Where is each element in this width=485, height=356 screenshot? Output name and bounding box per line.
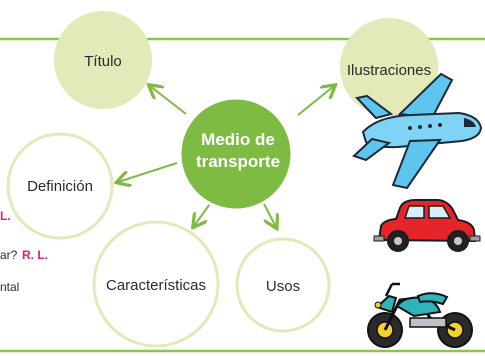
node-ilustraciones-label: Ilustraciones — [347, 62, 431, 79]
arrow-to-titulo — [150, 86, 187, 115]
car-icon — [373, 199, 481, 252]
node-caracteristicas — [92, 220, 220, 348]
node-usos — [235, 237, 331, 333]
side-text-c: ntal — [0, 280, 19, 294]
side-text-b-prefix: ar? — [0, 248, 18, 262]
center-label-line1: Medio de — [201, 130, 275, 149]
node-caracteristicas-label: Características — [106, 277, 206, 294]
node-titulo — [54, 11, 152, 109]
node-ilustraciones — [340, 18, 438, 116]
side-text-a: L. — [0, 209, 11, 223]
node-definicion — [6, 132, 114, 240]
arrow-to-caracteristicas — [194, 200, 213, 226]
arrow-to-ilustraciones — [297, 86, 334, 116]
center-node — [178, 96, 294, 212]
center-label-line2: transporte — [196, 152, 280, 171]
node-usos-label: Usos — [266, 278, 300, 295]
node-definicion-label: Definición — [27, 178, 93, 195]
motorcycle-icon — [367, 282, 473, 348]
arrow-to-usos — [262, 201, 276, 227]
node-titulo-label: Título — [84, 53, 122, 70]
airplane-icon — [352, 72, 483, 190]
arrow-to-definicion — [118, 162, 178, 182]
side-text-b-mark: R. L. — [22, 248, 48, 262]
